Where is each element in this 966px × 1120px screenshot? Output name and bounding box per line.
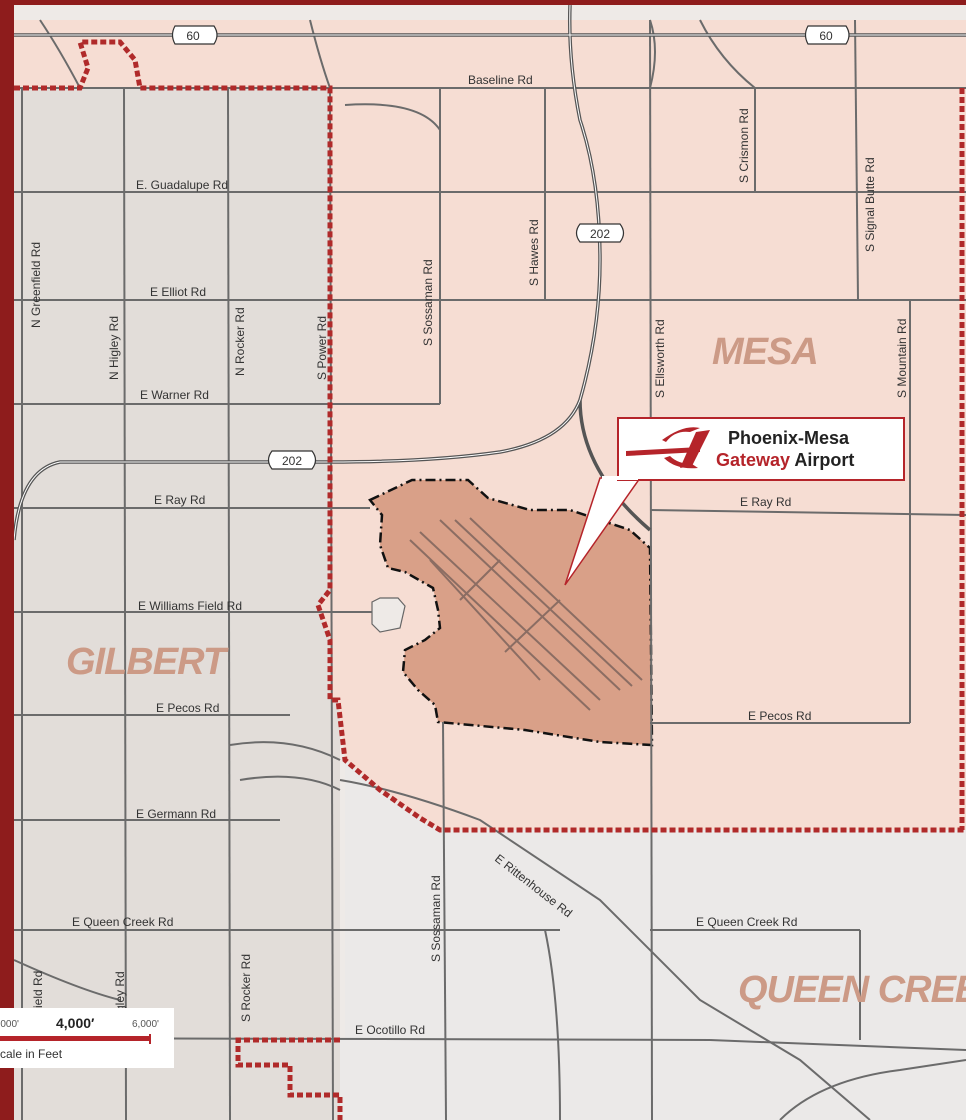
- mesa-area: [14, 20, 966, 830]
- airport-callout: Phoenix-Mesa Gateway Airport: [564, 417, 905, 586]
- airport-inner-area: [371, 597, 406, 633]
- airport-name-line2: Gateway Airport: [716, 450, 854, 470]
- queen-creek-area: [340, 760, 966, 1120]
- label-germann-rd: E Germann Rd: [136, 807, 216, 821]
- loop202-label-north: 202: [590, 227, 610, 241]
- label-higley-rd: N Higley Rd: [107, 316, 121, 380]
- gilbert-area: [14, 88, 340, 1120]
- scale-bar: 2,000' 4,000′ 6,000' cale in Feet: [0, 1008, 174, 1068]
- label-mountain-rd: S Mountain Rd: [895, 319, 909, 398]
- label-elliot-rd: E Elliot Rd: [150, 285, 206, 299]
- airport-name-rest: Airport: [790, 450, 854, 470]
- label-crismon-rd: S Crismon Rd: [737, 108, 751, 183]
- runways: [409, 517, 643, 711]
- scale-tick-mid: 4,000′: [56, 1015, 95, 1031]
- left-border: [0, 0, 14, 1008]
- label-queen-creek-rd-west: E Queen Creek Rd: [72, 915, 173, 929]
- loop202-shield-north: 202: [575, 223, 625, 243]
- label-sossaman-rd-north: S Sossaman Rd: [421, 259, 435, 346]
- label-baseline-rd: Baseline Rd: [468, 73, 533, 87]
- callout-pointer-cover: [602, 476, 638, 480]
- label-rocker-rd-south: S Rocker Rd: [239, 954, 253, 1022]
- label-sossaman-rd-south: S Sossaman Rd: [429, 875, 443, 962]
- us60-label-right: 60: [819, 29, 833, 43]
- top-border: [0, 0, 966, 5]
- label-pecos-rd-east: E Pecos Rd: [748, 709, 811, 723]
- airport-name-line1: Phoenix-Mesa: [728, 428, 850, 448]
- label-ray-rd-west: E Ray Rd: [154, 493, 205, 507]
- airport-logo-icon: [626, 427, 710, 469]
- left-border-bottom: [0, 1068, 14, 1120]
- scale-caption: cale in Feet: [0, 1047, 63, 1061]
- label-queen-creek-rd-east: E Queen Creek Rd: [696, 915, 797, 929]
- label-ellsworth-rd: S Ellsworth Rd: [653, 319, 667, 398]
- label-pecos-rd-west: E Pecos Rd: [156, 701, 219, 715]
- label-greenfield-rd: N Greenfield Rd: [29, 242, 43, 328]
- city-label-mesa: MESA: [712, 331, 818, 373]
- label-higley-rd-south: gley Rd: [113, 971, 127, 1012]
- loop202-label-west: 202: [282, 454, 302, 468]
- city-label-queen-creek: QUEEN CREEK: [738, 969, 966, 1011]
- scale-bar-fill: [0, 1036, 150, 1041]
- label-power-rd: S Power Rd: [315, 316, 329, 380]
- label-williams-field-rd: E Williams Field Rd: [138, 599, 242, 613]
- label-ocotillo-rd: E Ocotillo Rd: [355, 1023, 425, 1037]
- label-ray-rd-east: E Ray Rd: [740, 495, 791, 509]
- loop202-shield-west: 202: [267, 450, 317, 470]
- us60-shield-left: 60: [171, 25, 218, 45]
- label-warner-rd: E Warner Rd: [140, 388, 209, 402]
- scale-tick-left: 2,000': [0, 1019, 19, 1030]
- city-label-gilbert: GILBERT: [66, 641, 229, 683]
- label-signal-butte-rd: S Signal Butte Rd: [863, 157, 877, 252]
- us60-label-left: 60: [186, 29, 200, 43]
- label-rocker-rd: N Rocker Rd: [233, 307, 247, 376]
- airport-name-accent: Gateway: [716, 450, 790, 470]
- us60-shield-right: 60: [804, 25, 850, 45]
- label-guadalupe-rd: E. Guadalupe Rd: [136, 178, 228, 192]
- city-boundaries: [14, 39, 966, 1120]
- label-hawes-rd: S Hawes Rd: [527, 219, 541, 286]
- label-greenfield-rd-south: nfield Rd: [31, 971, 45, 1018]
- scale-tick-right: 6,000': [132, 1019, 159, 1030]
